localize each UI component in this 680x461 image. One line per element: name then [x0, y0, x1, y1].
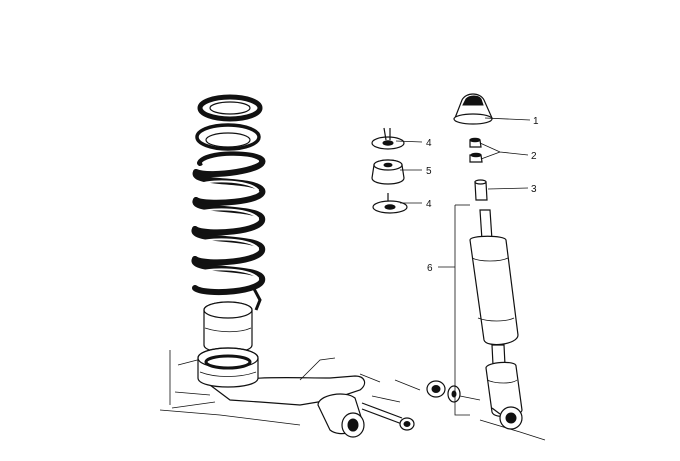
- coil-spring: [191, 151, 266, 311]
- leader-lines: [395, 117, 531, 416]
- callout-3: 3: [531, 184, 537, 195]
- spacer-sleeve: [474, 179, 488, 201]
- callout-2: 2: [531, 151, 537, 162]
- rubber-mount: [371, 159, 405, 185]
- nuts: [469, 137, 483, 163]
- callout-1: 1: [533, 116, 539, 127]
- arm-bushing: [317, 393, 415, 438]
- upper-spring-seat-rings: [195, 94, 263, 151]
- shock-absorber: [469, 209, 523, 430]
- lower-mount-bushings: [426, 380, 461, 403]
- lower-washer: [372, 193, 408, 214]
- callout-5: 5: [426, 166, 432, 177]
- upper-washer: [371, 127, 405, 150]
- callout-4-lower: 4: [426, 199, 432, 210]
- bump-stop: [203, 301, 253, 354]
- lower-spring-seat: [197, 347, 259, 388]
- callout-6: 6: [427, 263, 433, 274]
- axle-arm-assembly: [159, 350, 546, 441]
- protective-cap: [453, 93, 493, 125]
- callout-4-upper: 4: [426, 138, 432, 149]
